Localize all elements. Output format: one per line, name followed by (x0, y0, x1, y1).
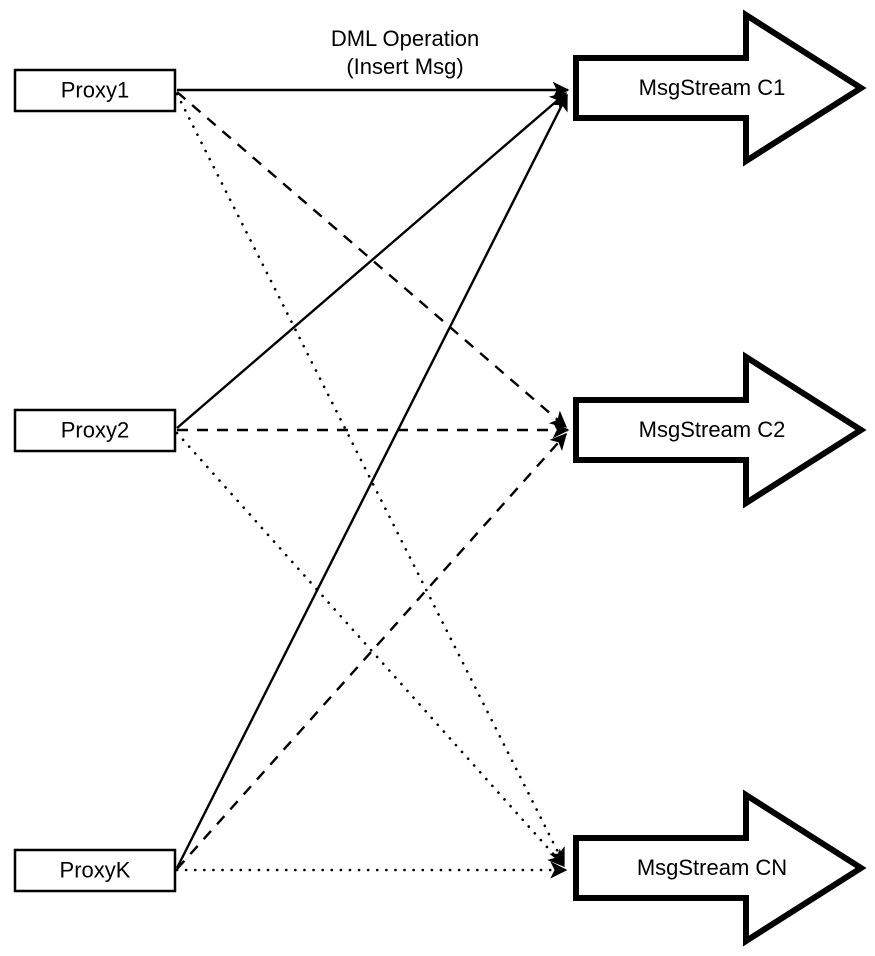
proxy-node-proxyk[interactable]: ProxyK (13, 848, 177, 893)
msgstream-c2-arrow-shape[interactable] (573, 351, 867, 509)
msgstream-c1-arrow-shape[interactable] (573, 9, 867, 167)
proxyk-label: ProxyK (60, 857, 131, 882)
edge-caption-line2: (Insert Msg) (346, 54, 463, 79)
edge-proxy2-to-c1[interactable] (176, 92, 568, 429)
msgstream-node-cn[interactable]: MsgStream CN (573, 789, 867, 947)
msgstream-cn-label: MsgStream CN (637, 855, 787, 880)
msgstream-node-c1[interactable]: MsgStream C1 (573, 9, 867, 167)
proxy2-label: Proxy2 (61, 417, 129, 442)
proxyk-box[interactable] (13, 848, 177, 893)
edge-proxyk-to-c2[interactable] (176, 432, 567, 870)
connections-from-proxyk (175, 93, 569, 879)
proxy-node-proxy1[interactable]: Proxy1 (13, 68, 177, 113)
proxy1-label: Proxy1 (61, 77, 129, 102)
proxy-node-proxy2[interactable]: Proxy2 (13, 408, 177, 453)
msgstream-c2-label: MsgStream C2 (639, 417, 786, 442)
msgstream-cn-arrow-shape[interactable] (573, 789, 867, 947)
edge-proxyk-to-c1[interactable] (175, 93, 569, 869)
edge-proxy2-to-cn[interactable] (175, 431, 566, 868)
edge-caption-line1: DML Operation (331, 26, 479, 51)
edge-proxy1-to-c2[interactable] (176, 91, 568, 428)
proxy1-box[interactable] (13, 68, 177, 113)
edge-caption-group: DML Operation (Insert Msg) (331, 26, 479, 79)
connections-from-proxy2 (175, 92, 570, 868)
proxy2-box[interactable] (13, 408, 177, 453)
connections-from-proxy1 (175, 81, 570, 866)
edge-proxy1-to-cn[interactable] (175, 92, 566, 866)
msgstream-node-c2[interactable]: MsgStream C2 (573, 351, 867, 509)
msgstream-c1-label: MsgStream C1 (639, 75, 786, 100)
